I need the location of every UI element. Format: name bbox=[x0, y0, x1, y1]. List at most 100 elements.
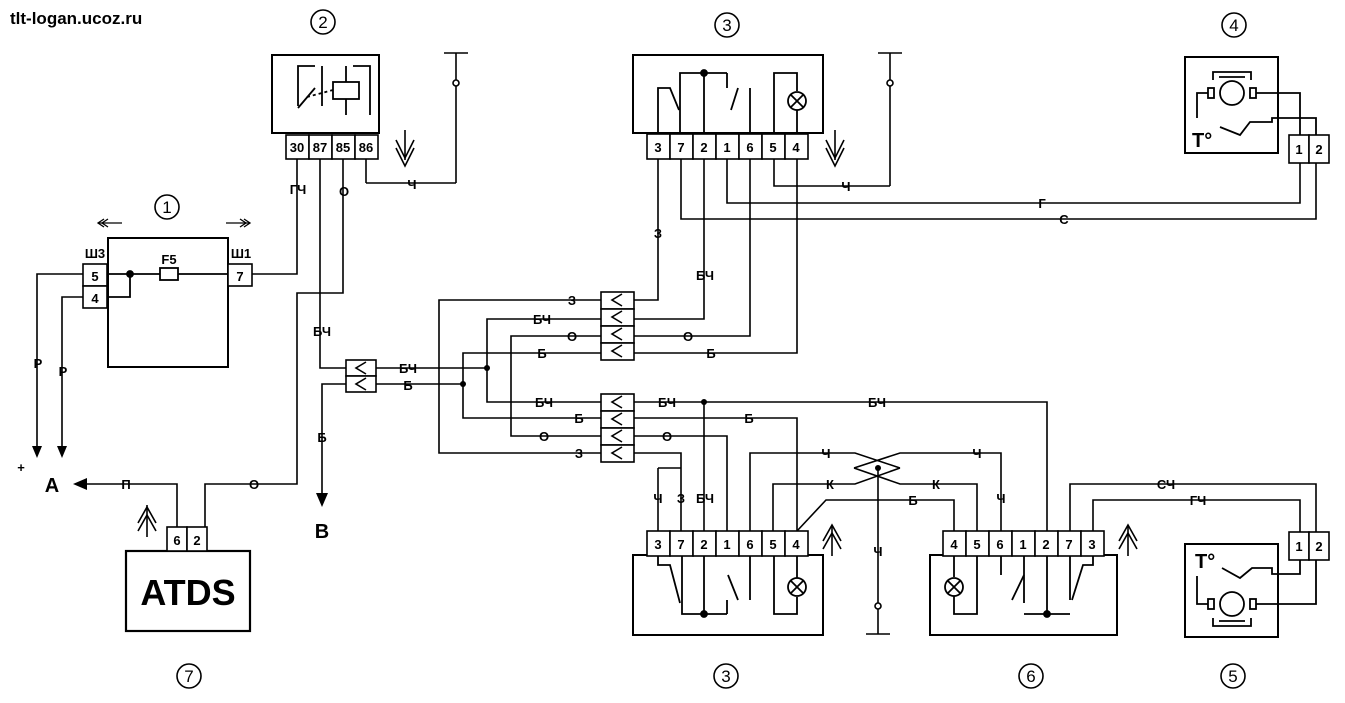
svg-text:БЧ: БЧ bbox=[696, 268, 714, 283]
fuse-box bbox=[106, 237, 229, 368]
svg-text:Ш3: Ш3 bbox=[85, 246, 105, 261]
heater-4-block bbox=[1184, 56, 1317, 154]
switch-6-pins: 4 5 6 1 2 7 3 bbox=[942, 530, 1105, 557]
svg-text:4: 4 bbox=[792, 537, 800, 552]
component-number-6: 6 bbox=[1018, 663, 1044, 689]
svg-text:Б: Б bbox=[574, 411, 583, 426]
svg-text:Б: Б bbox=[744, 411, 753, 426]
svg-text:О: О bbox=[539, 429, 549, 444]
ground-terminal bbox=[874, 602, 882, 610]
relay-pins: 30 87 85 86 bbox=[285, 134, 379, 160]
terminal-a-label: A bbox=[45, 475, 59, 497]
svg-text:4: 4 bbox=[91, 291, 99, 306]
svg-text:7: 7 bbox=[184, 667, 193, 686]
component-number-3-top: 3 bbox=[714, 12, 740, 38]
svg-text:О: О bbox=[567, 329, 577, 344]
switch-3-bottom-block bbox=[632, 554, 824, 636]
svg-text:О: О bbox=[339, 184, 349, 199]
fuse-direction-arrows bbox=[96, 218, 252, 228]
svg-text:БЧ: БЧ bbox=[658, 395, 676, 410]
connector-arrow-switch-6 bbox=[1118, 523, 1138, 556]
svg-text:6: 6 bbox=[1026, 667, 1035, 686]
thermal-label-4: T° bbox=[1192, 130, 1212, 152]
svg-text:1: 1 bbox=[162, 198, 171, 217]
component-number-2: 2 bbox=[310, 9, 336, 35]
svg-text:БЧ: БЧ bbox=[696, 491, 714, 506]
svg-text:К: К bbox=[932, 477, 940, 492]
junction-node bbox=[460, 381, 466, 387]
connector-arrow-switch-bottom bbox=[822, 523, 842, 556]
svg-text:86: 86 bbox=[359, 140, 373, 155]
svg-text:К: К bbox=[826, 477, 834, 492]
connector-arrow-relay bbox=[395, 130, 415, 168]
svg-text:2: 2 bbox=[318, 13, 327, 32]
svg-text:О: О bbox=[683, 329, 693, 344]
plus-label: + bbox=[17, 460, 25, 475]
svg-text:Ч: Ч bbox=[653, 491, 662, 506]
svg-text:1: 1 bbox=[1019, 537, 1026, 552]
svg-text:5: 5 bbox=[973, 537, 980, 552]
component-number-5: 5 bbox=[1220, 663, 1246, 689]
svg-text:Р: Р bbox=[59, 364, 68, 379]
svg-text:3: 3 bbox=[1088, 537, 1095, 552]
svg-text:1: 1 bbox=[723, 140, 730, 155]
connector-center-left bbox=[345, 359, 377, 393]
svg-text:7: 7 bbox=[1065, 537, 1072, 552]
fuse-connectors: 5 4 7 Ш3 Ш1 bbox=[82, 246, 253, 309]
switch-3-bottom-pins: 3 7 2 1 6 5 4 bbox=[646, 530, 809, 557]
svg-text:ГЧ: ГЧ bbox=[290, 182, 307, 197]
svg-text:3: 3 bbox=[654, 537, 661, 552]
svg-text:Б: Б bbox=[537, 346, 546, 361]
svg-text:85: 85 bbox=[336, 140, 350, 155]
wires bbox=[36, 159, 1317, 635]
ecu-label: ATDS bbox=[140, 572, 235, 613]
switch-3-top-pins: 3 7 2 1 6 5 4 bbox=[646, 133, 809, 160]
svg-text:Ч: Ч bbox=[996, 491, 1005, 506]
component-number-7: 7 bbox=[176, 663, 202, 689]
svg-text:2: 2 bbox=[1315, 142, 1322, 157]
svg-text:3: 3 bbox=[721, 667, 730, 686]
ground-symbol-relay bbox=[365, 52, 468, 184]
heater-4-pins: 1 2 bbox=[1288, 134, 1330, 164]
svg-text:6: 6 bbox=[173, 533, 180, 548]
junction-node bbox=[701, 399, 707, 405]
thermal-label-5: T° bbox=[1195, 551, 1215, 573]
svg-text:5: 5 bbox=[1228, 667, 1237, 686]
wire-labels: ГЧ О Ч БЧ Б Р Р П О БЧ Б З БЧ О Б БЧ Б О… bbox=[34, 177, 1207, 559]
fuse-label: F5 bbox=[161, 252, 176, 267]
connector-center-upper bbox=[600, 291, 635, 361]
svg-text:7: 7 bbox=[236, 269, 243, 284]
switch-6-block bbox=[929, 554, 1118, 636]
heater-5-block bbox=[1184, 543, 1317, 638]
svg-text:З: З bbox=[575, 446, 583, 461]
svg-text:ГЧ: ГЧ bbox=[1190, 493, 1207, 508]
svg-text:2: 2 bbox=[1042, 537, 1049, 552]
component-number-1: 1 bbox=[154, 194, 180, 220]
svg-text:З: З bbox=[654, 226, 662, 241]
relay-block bbox=[271, 54, 380, 134]
svg-text:Б: Б bbox=[317, 430, 326, 445]
svg-text:З: З bbox=[677, 491, 685, 506]
junction-node bbox=[875, 465, 881, 471]
svg-text:5: 5 bbox=[769, 537, 776, 552]
svg-text:2: 2 bbox=[1315, 539, 1322, 554]
svg-text:7: 7 bbox=[677, 537, 684, 552]
svg-text:Ч: Ч bbox=[821, 446, 830, 461]
svg-text:1: 1 bbox=[723, 537, 730, 552]
svg-text:БЧ: БЧ bbox=[535, 395, 553, 410]
svg-text:1: 1 bbox=[1295, 539, 1302, 554]
svg-text:Ч: Ч bbox=[407, 177, 416, 192]
svg-text:6: 6 bbox=[746, 140, 753, 155]
svg-text:2: 2 bbox=[700, 140, 707, 155]
svg-text:БЧ: БЧ bbox=[399, 361, 417, 376]
svg-text:П: П bbox=[121, 477, 130, 492]
svg-text:4: 4 bbox=[950, 537, 958, 552]
terminal-b-label: B bbox=[315, 521, 329, 543]
svg-text:87: 87 bbox=[313, 140, 327, 155]
heater-5-pins: 1 2 bbox=[1288, 531, 1330, 561]
svg-text:Ч: Ч bbox=[841, 179, 850, 194]
svg-text:2: 2 bbox=[700, 537, 707, 552]
svg-text:Б: Б bbox=[908, 493, 917, 508]
